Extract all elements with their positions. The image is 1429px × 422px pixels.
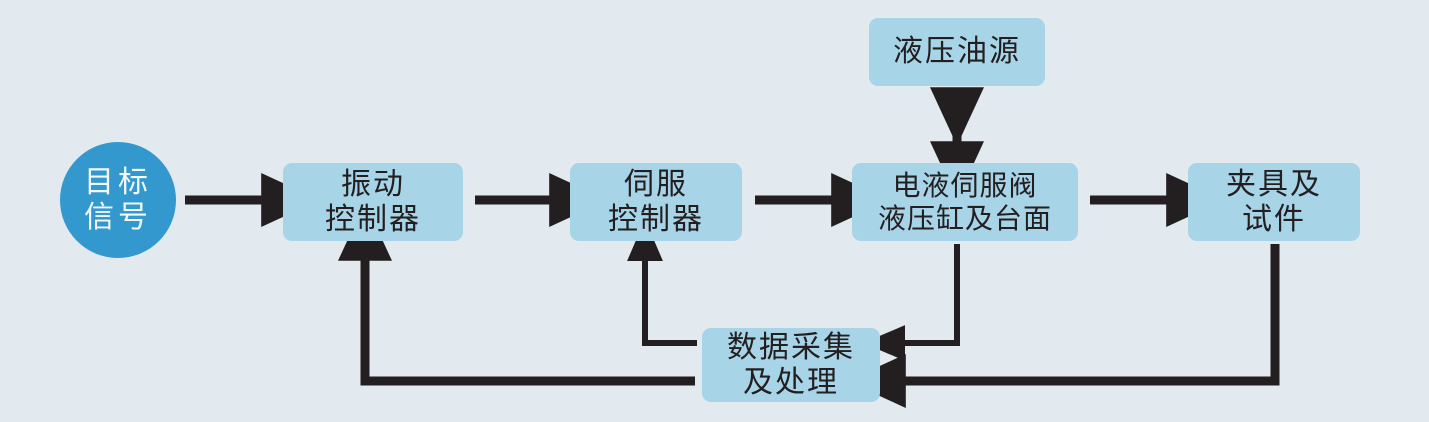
node-target-signal[interactable]: 目标 信号 [60, 142, 176, 258]
connector-data-to-servo-feedback [627, 219, 697, 346]
node-target-signal-line2: 信号 [84, 201, 152, 234]
node-vibration-controller[interactable]: 振动 控制器 [283, 163, 463, 241]
connector-fixture-to-data [847, 244, 1280, 408]
node-data-acquisition-processing-line1: 数据采集 [727, 330, 855, 364]
node-fixture-and-specimen-line1: 夹具及 [1226, 167, 1322, 201]
node-data-acquisition-processing[interactable]: 数据采集 及处理 [702, 328, 880, 402]
node-vibration-controller-line2: 控制器 [325, 203, 421, 236]
connector-data-to-vibration-feedback [338, 202, 695, 386]
node-servo-controller-line2: 控制器 [608, 203, 704, 236]
node-fixture-and-specimen-line2: 试件 [1242, 203, 1306, 236]
node-servo-controller[interactable]: 伺服 控制器 [570, 163, 742, 241]
connector-valve-to-data [863, 244, 960, 361]
node-hydraulic-oil-source-line1: 液压油源 [893, 35, 1021, 69]
node-servo-valve-cylinder-table[interactable]: 电液伺服阀 液压缸及台面 [852, 163, 1078, 241]
node-data-acquisition-processing-line2: 及处理 [743, 366, 839, 399]
node-vibration-controller-line1: 振动 [341, 167, 405, 201]
node-hydraulic-oil-source[interactable]: 液压油源 [869, 18, 1045, 86]
node-servo-valve-cylinder-table-line2: 液压缸及台面 [877, 203, 1052, 234]
node-target-signal-line1: 目标 [84, 165, 152, 199]
node-servo-valve-cylinder-table-line1: 电液伺服阀 [892, 169, 1038, 201]
node-fixture-and-specimen[interactable]: 夹具及 试件 [1188, 163, 1360, 241]
node-servo-controller-line1: 伺服 [624, 167, 688, 201]
